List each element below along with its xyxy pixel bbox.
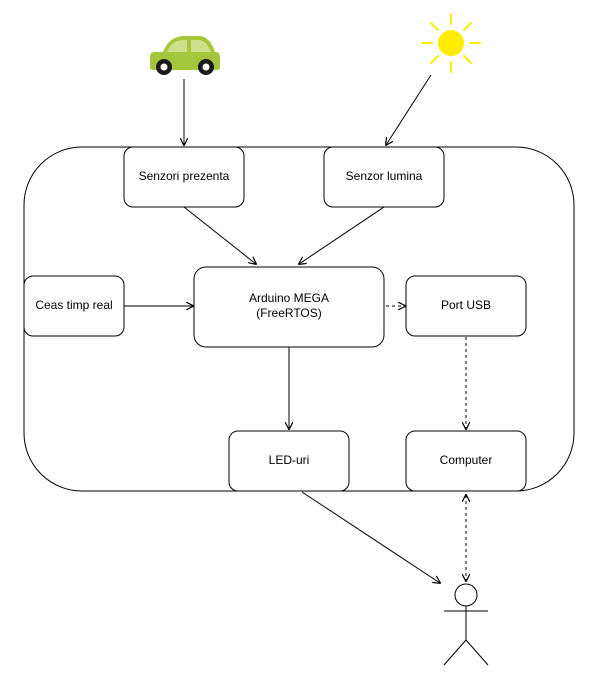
node-leds: LED-uri (228, 430, 350, 492)
node-light-sensor: Senzor lumina (323, 146, 445, 208)
user-actor-icon (443, 583, 489, 666)
sun-rays (421, 13, 481, 73)
node-computer-label: Computer (440, 453, 493, 467)
edge-light-to-arduino (299, 206, 385, 264)
node-light-sensor-label: Senzor lumina (346, 169, 423, 183)
user-leg-right (465, 639, 489, 666)
car-window-front (167, 40, 187, 52)
car-icon (150, 36, 220, 75)
sun-disc (438, 30, 464, 56)
edge-sun-to-light (386, 74, 432, 145)
node-usb-port: Port USB (405, 275, 527, 337)
sun-icon (421, 13, 481, 73)
node-presence-sensors: Senzori prezenta (123, 146, 245, 208)
edge-presence-to-arduino (183, 206, 256, 264)
node-computer: Computer (405, 430, 527, 492)
edge-leds-to-user (301, 491, 440, 583)
node-usb-port-label: Port USB (441, 298, 491, 312)
node-leds-label: LED-uri (269, 453, 310, 467)
user-leg-left (443, 639, 467, 666)
node-rtc-label: Ceas timp real (35, 298, 112, 312)
node-arduino: Arduino MEGA (FreeRTOS) (193, 266, 385, 348)
car-window-rear (191, 40, 211, 52)
node-arduino-label-line2: (FreeRTOS) (256, 306, 322, 320)
node-rtc: Ceas timp real (23, 275, 125, 337)
node-presence-sensors-label: Senzori prezenta (139, 169, 230, 183)
node-arduino-label-line1: Arduino MEGA (249, 291, 329, 305)
user-head (454, 583, 478, 607)
